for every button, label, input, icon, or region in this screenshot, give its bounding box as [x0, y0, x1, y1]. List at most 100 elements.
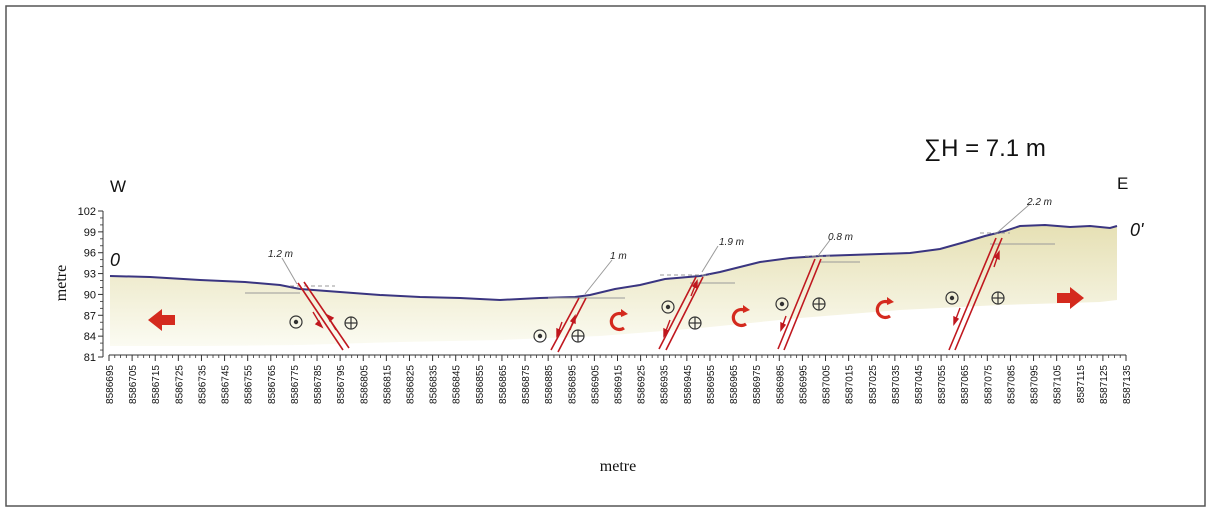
x-tick-label: 8586725 — [174, 365, 185, 404]
east-label: E — [1117, 174, 1128, 193]
slip-arrow-head — [953, 315, 960, 326]
leader-line — [584, 259, 613, 295]
slip-arrow-head — [691, 279, 698, 290]
offset-label: 0.8 m — [828, 232, 853, 243]
offset-label: 1.2 m — [268, 249, 293, 260]
x-tick-label: 8586715 — [151, 365, 162, 404]
x-tick-label: 8587115 — [1076, 365, 1087, 404]
y-tick-label: 81 — [84, 352, 96, 364]
x-tick-label: 8586795 — [336, 365, 347, 404]
x-axis: 8586695 8586705 8586715 8586725 8586735 85867… — [105, 354, 1133, 404]
x-tick-label: 8587095 — [1030, 365, 1041, 404]
x-tick-label: 8587105 — [1053, 365, 1064, 404]
out-of-page-symbol — [289, 315, 303, 329]
x-tick-label: 8586905 — [590, 365, 601, 404]
x-tick-label: 8587135 — [1122, 365, 1133, 404]
figure-border — [5, 5, 1206, 507]
x-tick-label: 8586765 — [267, 365, 278, 404]
x-tick-label: 8586995 — [798, 365, 809, 404]
west-label: W — [110, 177, 126, 196]
slip-arrow-head — [556, 327, 563, 338]
slip-arrow-head — [780, 321, 787, 332]
fault-line — [954, 237, 1003, 351]
x-tick-label: 8586735 — [197, 365, 208, 404]
offset-label: 2.2 m — [1026, 197, 1052, 208]
out-of-page-symbol — [945, 291, 959, 305]
slip-arrow-head — [314, 319, 324, 329]
slip-arrow-head — [663, 327, 670, 338]
x-tick-label: 8586965 — [729, 365, 740, 404]
x-tick-label: 8586805 — [359, 365, 370, 404]
x-tick-label: 8587125 — [1099, 365, 1110, 404]
x-tick-label: 8586835 — [429, 365, 440, 404]
rotation-icons — [609, 297, 894, 332]
x-tick-label: 8586915 — [614, 365, 625, 404]
west-arrow-icon — [148, 309, 175, 331]
x-tick-label: 8586845 — [452, 365, 463, 404]
slip-arrow-head — [325, 313, 335, 323]
offset-leader-lines — [281, 203, 1031, 295]
x-tick-label: 8586925 — [637, 365, 648, 404]
slip-arrow-head — [569, 314, 576, 325]
x-tick-label: 8586985 — [775, 365, 786, 404]
into-page-symbol — [571, 329, 585, 343]
leader-line — [701, 245, 719, 273]
fault-line — [777, 258, 816, 350]
x-tick-label: 8586895 — [567, 365, 578, 404]
leader-line — [997, 203, 1031, 233]
fault-line — [783, 258, 822, 351]
into-page-symbol — [688, 316, 702, 330]
x-tick-label: 8586875 — [521, 365, 532, 404]
rotation-icon — [731, 305, 750, 328]
fault-lines — [297, 237, 1003, 353]
x-tick-label: 8587085 — [1006, 365, 1017, 404]
x-tick-label: 8586755 — [244, 365, 255, 404]
y-tick-label: 99 — [84, 227, 96, 239]
fault-line — [550, 297, 580, 351]
y-tick-label: 102 — [78, 206, 96, 218]
y-tick-label: 87 — [84, 310, 96, 322]
x-tick-label: 8586955 — [706, 365, 717, 404]
offset-label: 1.9 m — [719, 237, 744, 248]
slip-arrows — [312, 250, 1000, 338]
profile-end-label: 0' — [1130, 220, 1144, 240]
out-of-page-symbol — [775, 297, 789, 311]
fault-line — [948, 237, 997, 351]
offset-label: 1 m — [610, 251, 627, 262]
x-tick-label: 8586815 — [382, 365, 393, 404]
slip-arrow-head — [993, 250, 1000, 261]
scarp-projection-lines — [245, 232, 1055, 299]
x-tick-label: 8587005 — [822, 365, 833, 404]
x-tick-label: 8586695 — [105, 365, 116, 404]
y-tick-label: 96 — [84, 248, 96, 260]
strike-slip-symbols — [289, 291, 1005, 343]
x-tick-label: 8586745 — [221, 365, 232, 404]
leader-line — [817, 239, 831, 257]
x-tick-label: 8586775 — [290, 365, 301, 404]
sum-throw-label: ∑H = 7.1 m — [924, 135, 1046, 162]
x-tick-label: 8586855 — [475, 365, 486, 404]
x-tick-label: 8586825 — [405, 365, 416, 404]
rotation-icon — [609, 309, 628, 332]
x-tick-label: 8586705 — [128, 365, 139, 404]
leader-line — [281, 257, 298, 285]
fault-line — [658, 276, 697, 350]
x-tick-label: 8586885 — [544, 365, 555, 404]
x-tick-label: 8586975 — [752, 365, 763, 404]
x-tick-label: 8586945 — [683, 365, 694, 404]
fault-line — [665, 276, 704, 351]
x-tick-label: 8587075 — [983, 365, 994, 404]
out-of-page-symbol — [661, 300, 675, 314]
y-tick-label: 93 — [84, 269, 96, 281]
x-tick-label: 8587065 — [960, 365, 971, 404]
x-tick-label: 8587035 — [891, 365, 902, 404]
into-page-symbol — [344, 316, 358, 330]
x-axis-title: metre — [600, 458, 636, 475]
x-tick-label: 8586935 — [660, 365, 671, 404]
east-arrow-icon — [1057, 287, 1084, 309]
y-axis-title: metre — [53, 265, 70, 301]
x-tick-label: 8587015 — [845, 365, 856, 404]
x-tick-label: 8586865 — [498, 365, 509, 404]
